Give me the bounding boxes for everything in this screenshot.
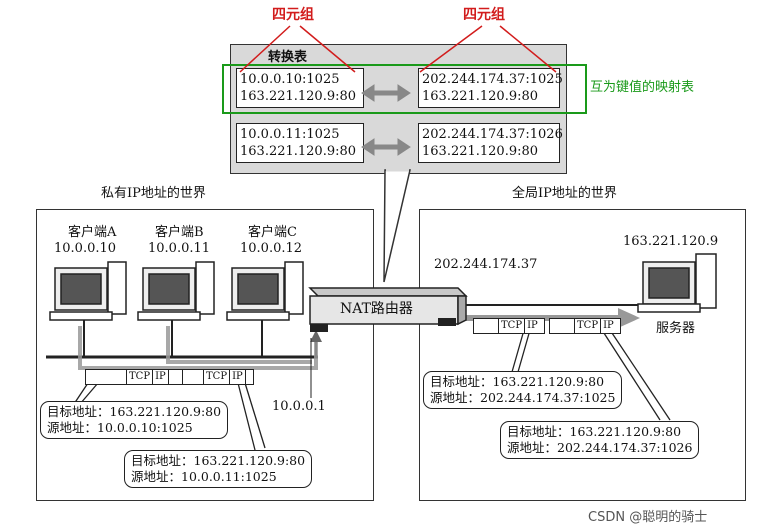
- client-a-name: 客户端A: [68, 225, 117, 240]
- global-world-title: 全局IP地址的世界: [512, 186, 617, 201]
- server-label: 服务器: [656, 321, 696, 336]
- table-callout-tail: [383, 169, 411, 283]
- server-ip: 163.221.120.9: [623, 234, 719, 249]
- router-public-ip: 202.244.174.37: [434, 257, 538, 272]
- client-a-ip: 10.0.0.10: [54, 241, 117, 256]
- client-b-ip: 10.0.0.11: [148, 241, 211, 256]
- mapping-highlight-box: [222, 64, 587, 114]
- client-c-ip: 10.0.0.12: [240, 241, 303, 256]
- router-private-ip: 10.0.0.1: [272, 399, 326, 414]
- mapping-note: 互为键值的映射表: [590, 80, 695, 95]
- four-tuple-label-left: 四元组: [272, 7, 314, 23]
- client-b-name: 客户端B: [155, 225, 204, 240]
- private-world-title: 私有IP地址的世界: [101, 186, 206, 201]
- nat-router-label: NAT路由器: [340, 301, 413, 317]
- watermark: CSDN @聪明的骑士: [588, 510, 708, 525]
- translation-table-title: 转换表: [268, 50, 308, 65]
- client-c-name: 客户端C: [248, 225, 297, 240]
- four-tuple-label-right: 四元组: [463, 7, 505, 23]
